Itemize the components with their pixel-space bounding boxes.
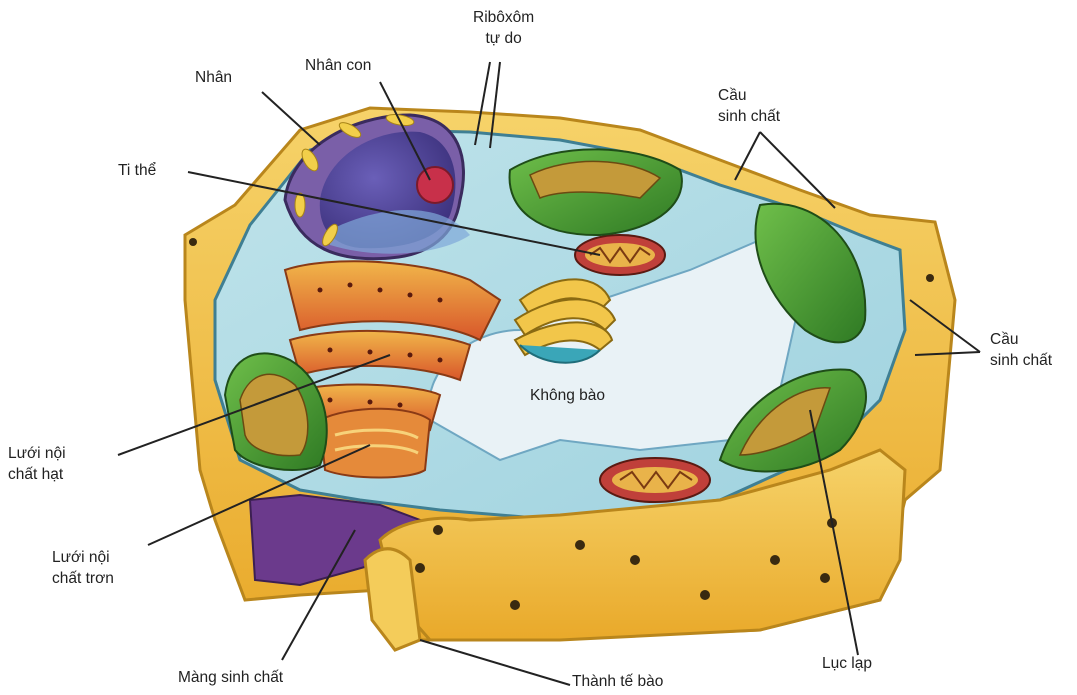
label-nucleolus: Nhân con <box>305 56 371 77</box>
label-cell-wall: Thành tế bào <box>572 672 663 693</box>
label-plasma-membrane: Màng sinh chất <box>178 668 283 689</box>
label-free-ribosomes: Ribôxôm tự do <box>473 8 534 50</box>
label-nucleus: Nhân <box>195 68 232 89</box>
label-plasmodesmata-right: Cầu sinh chất <box>990 330 1052 372</box>
cell-wall-front-left <box>365 549 420 650</box>
mitochondrion <box>600 458 710 502</box>
label-smooth-er: Lưới nội chất trơn <box>52 548 114 590</box>
label-plasmodesmata-top: Cầu sinh chất <box>718 86 780 128</box>
label-rough-er: Lưới nội chất hạt <box>8 444 66 486</box>
label-chloroplast: Lục lạp <box>822 654 872 675</box>
mitochondrion <box>575 235 665 275</box>
label-mitochondria: Ti thể <box>118 161 156 182</box>
label-vacuole: Không bào <box>530 386 605 407</box>
nucleolus <box>417 167 453 203</box>
smooth-er <box>320 409 430 478</box>
